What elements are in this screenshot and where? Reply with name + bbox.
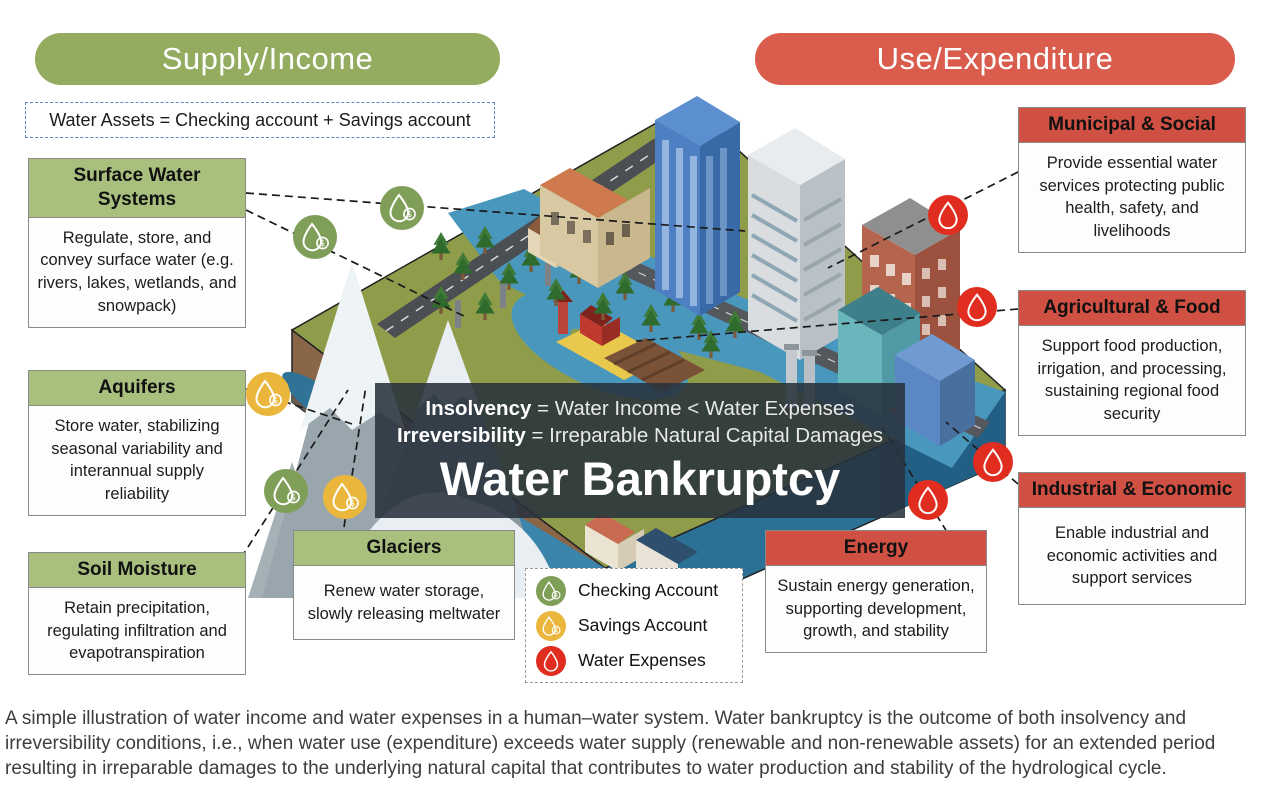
legend-expenses-label: Water Expenses: [578, 650, 706, 670]
use-expenditure-pill: Use/Expenditure: [755, 33, 1235, 85]
water-expenses-droplet-icon: [973, 442, 1013, 482]
checking-account-droplet-icon: [264, 469, 308, 513]
insolvency-rest: = Water Income < Water Expenses: [531, 396, 855, 420]
surface-water-systems-body: Regulate, store, and convey surface wate…: [37, 228, 237, 315]
legend-savings-label: Savings Account: [578, 615, 708, 635]
checking-account-droplet-icon: [380, 186, 424, 230]
agricultural-food-box: Agricultural & Food Support food product…: [1018, 290, 1246, 436]
legend-checking-row: Checking Account: [536, 576, 732, 606]
account-legend: Checking Account Savings Account Water E…: [525, 568, 743, 683]
savings-account-droplet-icon: [246, 372, 290, 416]
aquifers-title: Aquifers: [29, 371, 245, 406]
industrial-economic-box: Industrial & Economic Enable industrial …: [1018, 472, 1246, 606]
insolvency-definition: Insolvency = Water Income < Water Expens…: [375, 395, 905, 423]
energy-title: Energy: [766, 531, 986, 566]
glaciers-title: Glaciers: [294, 531, 514, 566]
agricultural-food-title: Agricultural & Food: [1019, 291, 1245, 326]
agricultural-food-body: Support food production, irrigation, and…: [1037, 336, 1227, 424]
water-bankruptcy-overlay: Insolvency = Water Income < Water Expens…: [375, 383, 905, 518]
aquifers-body: Store water, stabilizing seasonal variab…: [51, 416, 223, 504]
supply-income-pill: Supply/Income: [35, 33, 500, 85]
energy-body: Sustain energy generation, supporting de…: [777, 576, 975, 641]
water-expenses-droplet-icon: [928, 195, 968, 235]
soil-moisture-title: Soil Moisture: [29, 553, 245, 588]
legend-savings-row: Savings Account: [536, 611, 732, 641]
soil-moisture-body: Retain precipitation, regulating infiltr…: [47, 598, 227, 663]
figure-caption: A simple illustration of water income an…: [5, 708, 1216, 780]
savings-account-droplet-icon: [536, 611, 566, 641]
glaciers-box: Glaciers Renew water storage, slowly rel…: [293, 530, 515, 641]
irreversibility-term: Irreversibility: [397, 424, 526, 448]
farm: [553, 290, 705, 392]
insolvency-term: Insolvency: [425, 396, 532, 420]
surface-water-systems-box: Surface Water Systems Regulate, store, a…: [28, 158, 246, 328]
water-expenses-droplet-icon: [536, 646, 566, 676]
irreversibility-rest: = Irreparable Natural Capital Damages: [525, 424, 883, 448]
energy-box: Energy Sustain energy generation, suppor…: [765, 530, 987, 654]
checking-account-droplet-icon: [536, 576, 566, 606]
savings-account-droplet-icon: [323, 475, 367, 519]
aquifers-box: Aquifers Store water, stabilizing season…: [28, 370, 246, 516]
municipal-social-body: Provide essential water services protect…: [1039, 153, 1225, 241]
water-assets-note: Water Assets = Checking account + Saving…: [25, 102, 495, 138]
irreversibility-definition: Irreversibility = Irreparable Natural Ca…: [375, 422, 905, 450]
main-title: Water Bankruptcy: [439, 452, 841, 506]
industrial-economic-body: Enable industrial and economic activitie…: [1046, 523, 1218, 588]
industrial-economic-title: Industrial & Economic: [1019, 473, 1245, 508]
legend-checking-label: Checking Account: [578, 580, 719, 600]
municipal-social-box: Municipal & Social Provide essential wat…: [1018, 107, 1246, 253]
soil-moisture-box: Soil Moisture Retain precipitation, regu…: [28, 552, 246, 676]
water-expenses-droplet-icon: [908, 480, 948, 520]
municipal-social-title: Municipal & Social: [1019, 108, 1245, 143]
water-expenses-droplet-icon: [957, 287, 997, 327]
checking-account-droplet-icon: [293, 215, 337, 259]
glaciers-body: Renew water storage, slowly releasing me…: [307, 581, 501, 623]
surface-water-systems-title: Surface Water Systems: [29, 159, 245, 218]
legend-expenses-row: Water Expenses: [536, 646, 732, 676]
